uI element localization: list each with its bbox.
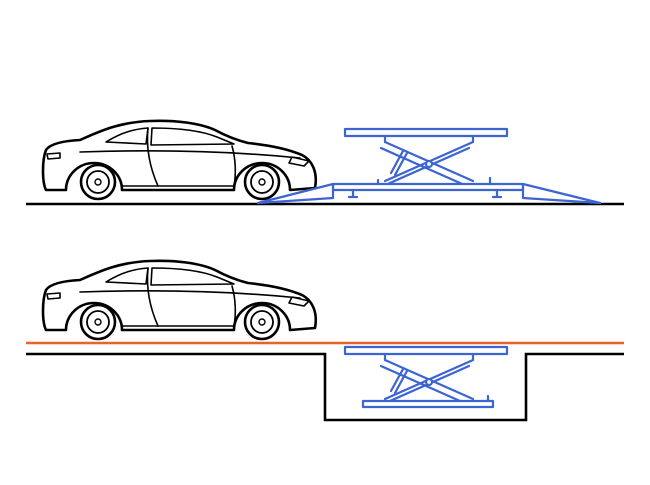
scissor-lift-icon-lower [343,345,509,409]
scissor-lift-icon-upper [256,127,602,205]
pit-outline [26,352,624,422]
surface-mounted-panel [26,119,624,206]
pit-mounted-panel [26,259,624,422]
car-icon-upper [41,119,318,201]
car-icon-lower [41,259,318,341]
